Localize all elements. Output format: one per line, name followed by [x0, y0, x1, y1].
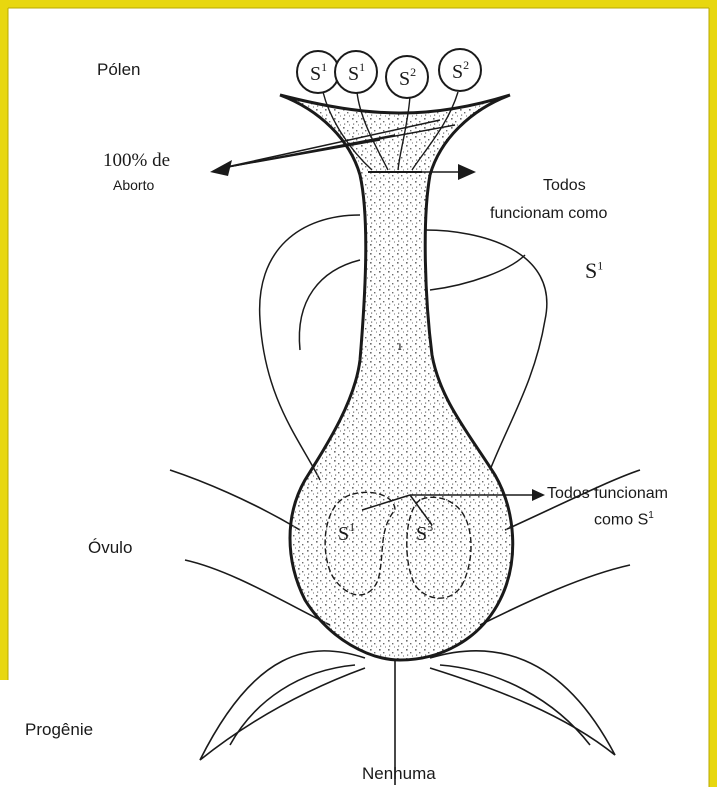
- leaf-right-inner: [440, 665, 590, 745]
- label-nenhuma: Nenhuma: [362, 764, 436, 784]
- pollen-grain-1: S1: [297, 51, 339, 93]
- label-todos-1: Todos: [543, 177, 586, 195]
- label-funcionam-1: funcionam como: [490, 205, 607, 223]
- label-s1-sup: 1: [597, 259, 603, 273]
- petal-left-inner: [299, 260, 360, 350]
- label-aborto: Aborto: [113, 177, 154, 193]
- svg-text:ı: ı: [398, 339, 402, 354]
- label-aborto-pct: 100% de: [103, 150, 170, 172]
- label-como-2: como S1: [594, 510, 654, 529]
- pistil: [280, 95, 513, 660]
- label-polen: Pólen: [97, 60, 140, 80]
- arrow-aborto: [210, 160, 232, 176]
- label-s1-big: S1: [585, 258, 603, 284]
- label-s1-letter: S: [585, 258, 597, 283]
- label-todos-2: Todos funcionam: [547, 485, 668, 503]
- label-ovulo: Óvulo: [88, 538, 132, 558]
- pollen-grain-2: S1: [335, 51, 377, 93]
- label-como-text: como S: [594, 511, 648, 528]
- leaf-left-inner: [230, 665, 355, 745]
- pollen-grain-3: S2: [386, 56, 428, 98]
- label-como-sup: 1: [648, 510, 654, 521]
- label-progenie: Progênie: [25, 720, 93, 740]
- arrow-todos-1: [458, 164, 476, 180]
- arrow-todos-2: [532, 489, 545, 501]
- sepal-left-upper: [170, 470, 300, 530]
- petal-right-inner: [430, 255, 525, 290]
- pollen-grain-4: S2: [439, 49, 481, 91]
